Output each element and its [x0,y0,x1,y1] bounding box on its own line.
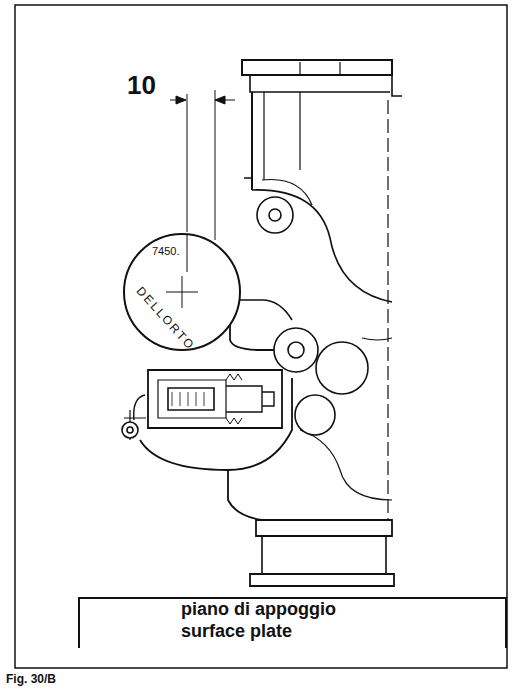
flange-step [250,75,390,92]
centre-mark [187,234,188,272]
plate-label: piano di appoggio [181,599,336,620]
boss-hole [288,342,304,358]
valve-housing [148,370,282,428]
float-chamber-cover: 7450.DELLORTO [122,232,242,352]
dimension-value: 10 [127,70,156,101]
body-edge [251,92,253,190]
body-edge [392,60,402,96]
body-line [263,92,264,180]
centre-line [387,100,388,520]
body-line [232,178,292,320]
base-wall [262,536,386,574]
float-bowl [140,378,292,470]
frame [15,5,507,668]
centre-mark [215,232,216,240]
plate-label: surface plate [181,621,292,642]
base-foot [250,574,394,586]
boss [257,197,293,233]
float-needle [168,388,214,410]
inlet-pipe [262,392,274,406]
thread [226,374,242,424]
body-line [300,62,340,170]
centre-mark [182,276,183,308]
dimension-arrow [176,96,225,104]
extension-line [187,90,215,232]
bowl-line [300,430,392,500]
boss-hole [269,209,281,221]
top-flange [242,60,392,75]
part-number: 7450. [152,245,180,257]
figure-caption: Fig. 30/B [6,672,56,686]
plate-bracket [79,598,506,648]
bowl-base [228,470,392,520]
boss [295,395,335,435]
base-flange [256,520,392,536]
surface-plate: piano di appoggiosurface plate [78,597,507,650]
float-pivot-eye [122,422,138,438]
boss [274,328,318,372]
body-curve [252,190,392,302]
boss [316,342,368,394]
seat-body [226,386,262,412]
valve-seat [158,380,226,418]
needle-grooves [172,392,204,406]
float-arm [134,395,145,420]
pivot-pin [127,427,133,433]
